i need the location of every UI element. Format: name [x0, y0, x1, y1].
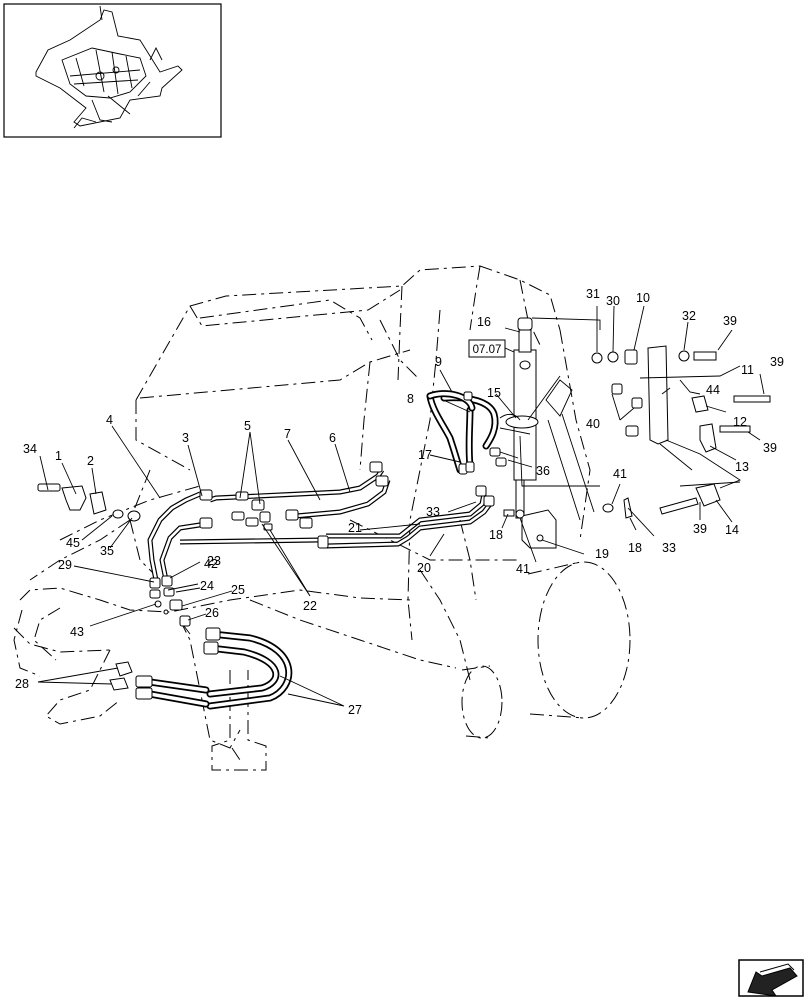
part-label-6: 6	[329, 431, 336, 445]
part-label-25: 25	[231, 583, 245, 597]
valve-fittings	[149, 575, 191, 635]
part-label-8: 8	[407, 392, 414, 406]
part-label-14: 14	[725, 523, 739, 537]
part-label-26: 26	[205, 606, 219, 620]
part-label-33-right: 33	[662, 541, 676, 555]
reference-box-label: 07.07	[473, 344, 502, 356]
part-label-16: 16	[477, 315, 491, 329]
back-arrow-icon[interactable]	[738, 959, 804, 997]
part-label-39-top: 39	[723, 314, 737, 328]
part-label-40: 40	[586, 417, 600, 431]
part-label-19: 19	[595, 547, 609, 561]
part-label-24: 24	[200, 579, 214, 593]
part-label-39-mid: 39	[763, 441, 777, 455]
part-label-31: 31	[586, 287, 600, 301]
part-label-18-right: 18	[628, 541, 642, 555]
part-label-41-right: 41	[613, 467, 627, 481]
supply-hoses	[109, 627, 293, 710]
part-label-9: 9	[435, 355, 442, 369]
part-label-35: 35	[100, 544, 114, 558]
part-label-39-lower: 39	[693, 522, 707, 536]
part-label-11: 11	[741, 363, 754, 377]
part-label-36: 36	[536, 464, 550, 478]
part-label-10: 10	[636, 291, 650, 305]
part-label-17: 17	[418, 448, 432, 462]
part-label-20: 20	[417, 561, 431, 575]
part-label-13: 13	[735, 460, 749, 474]
part-label-3: 3	[182, 431, 189, 445]
reference-box[interactable]: 07.07	[468, 339, 515, 358]
part-label-5: 5	[244, 419, 251, 433]
part-label-2: 2	[87, 454, 94, 468]
part-label-42-visible: 42	[204, 557, 218, 571]
part-label-21: 21	[348, 521, 362, 535]
leader-lines	[37, 305, 765, 707]
part-label-30: 30	[606, 294, 620, 308]
left-bracket-group	[37, 483, 141, 522]
locator-thumbnail	[3, 3, 222, 138]
part-label-12: 12	[733, 415, 747, 429]
right-parts-group	[499, 345, 771, 519]
part-label-4: 4	[106, 413, 113, 427]
part-label-32: 32	[682, 309, 696, 323]
part-label-45: 45	[66, 536, 80, 550]
hydraulic-cylinder	[503, 317, 601, 549]
part-label-1: 1	[55, 449, 62, 463]
part-labels: 34 1 2 4 3 5 7 6 45 35 29 23 42 42 24 25…	[15, 287, 784, 717]
part-label-28: 28	[15, 677, 29, 691]
part-label-34: 34	[23, 442, 37, 456]
part-label-41: 41	[516, 562, 530, 576]
hydraulic-pipes	[147, 461, 495, 581]
part-label-15: 15	[487, 386, 501, 400]
part-label-23: 23	[207, 554, 221, 568]
part-label-33: 33	[426, 505, 440, 519]
cylinder-hoses	[426, 390, 521, 475]
part-label-39-right: 39	[770, 355, 784, 369]
part-label-7: 7	[284, 427, 291, 441]
part-label-43: 43	[70, 625, 84, 639]
part-label-29: 29	[58, 558, 72, 572]
part-label-27: 27	[348, 703, 362, 717]
part-label-18: 18	[489, 528, 503, 542]
part-label-22: 22	[303, 599, 317, 613]
part-label-44: 44	[706, 383, 720, 397]
